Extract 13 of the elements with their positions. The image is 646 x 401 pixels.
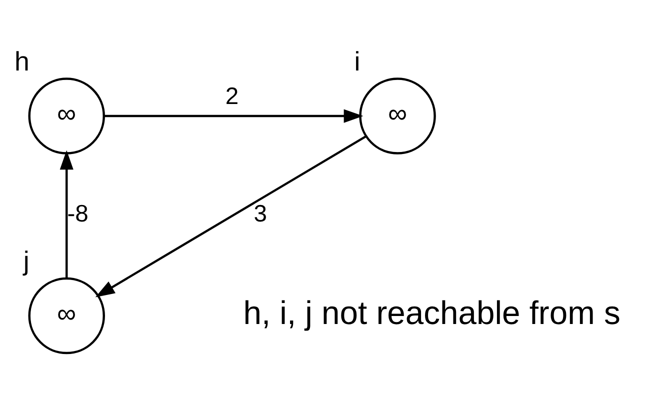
edge-label: -8 <box>67 200 88 228</box>
node-label: h <box>14 46 30 76</box>
arrow <box>104 108 364 122</box>
label: h, i, j not reachable from s <box>243 294 620 331</box>
node-circle: ∞ <box>359 77 436 154</box>
edge-label: 2 <box>225 82 239 110</box>
node-circle: ∞ <box>28 77 105 154</box>
arrow <box>95 134 366 297</box>
node-label: j <box>23 246 30 276</box>
edge-label: 3 <box>254 200 268 228</box>
node-label: i <box>354 46 360 76</box>
node-circle: ∞ <box>28 276 105 354</box>
arrow <box>60 150 74 278</box>
